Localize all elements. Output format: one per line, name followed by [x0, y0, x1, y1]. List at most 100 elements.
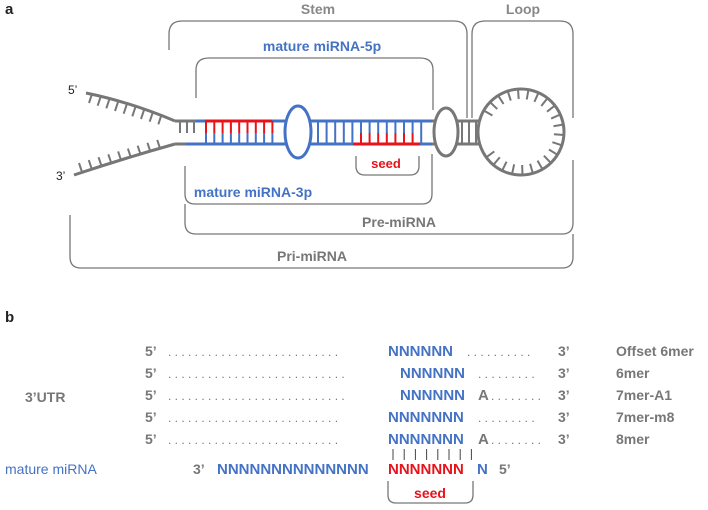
tail-base-tick [105, 99, 111, 109]
seed-bracket-a [355, 156, 420, 176]
mirna-5prime: 5’ [499, 461, 511, 477]
loop-base-tick [533, 92, 540, 103]
pri-mirna-bracket [69, 215, 574, 269]
loop-base-tick [483, 109, 493, 117]
loop-base-tick [501, 161, 508, 172]
tail-base-tick [87, 159, 93, 170]
tail-base-tick [140, 109, 145, 120]
mature-mirna-sequence: 3’ NNNNNNNNNNNNNN NNNNNNN N 5’ [193, 461, 511, 478]
tail-base-tick [97, 156, 103, 167]
tail-base-tick [156, 139, 162, 150]
row-5prime: 5’ [145, 409, 157, 425]
row-dots-right: . . . . . . . . [491, 433, 541, 447]
site-row-offset-6mer: 5’ . . . . . . . . . . . . . . . . . . .… [145, 343, 694, 360]
row-dots-right: . . . . . . . . . . [467, 345, 530, 359]
loop-base-tick [543, 155, 552, 164]
row-3prime: 3’ [558, 365, 570, 381]
gray-bulge [432, 106, 460, 158]
pre-mirna-bracket [184, 160, 574, 235]
loop-base-tick [506, 90, 512, 101]
mirna-seed: NNNNNNN [388, 461, 464, 478]
row-site: NNNNNN [388, 343, 453, 360]
loop-base-tick [546, 104, 556, 113]
row-site-name: 7mer-m8 [616, 409, 675, 425]
row-site: NNNNNNN [388, 409, 464, 426]
loop-base-tick [511, 164, 516, 175]
row-site-name: 6mer [616, 365, 650, 381]
row-site-name: Offset 6mer [616, 343, 694, 359]
blue-bulge [283, 104, 313, 160]
tail-base-tick [114, 101, 119, 112]
loop-base-tick [550, 113, 561, 120]
row-dots-left: . . . . . . . . . . . . . . . . . . . . … [168, 411, 338, 425]
tail-base-tick [136, 145, 142, 155]
loop-base-tick [485, 150, 495, 159]
tail-base-tick [131, 107, 137, 117]
row-dots-left: . . . . . . . . . . . . . . . . . . . . … [168, 389, 345, 403]
loop-base-tick [552, 141, 563, 147]
tail-base-tick [107, 154, 113, 164]
mature-3p-bracket [184, 154, 433, 205]
row-site-name: 7mer-A1 [616, 387, 672, 403]
mirna-nonseed: NNNNNNNNNNNNNN [217, 461, 369, 478]
row-dots-right: . . . . . . . . . [478, 411, 535, 425]
tail-base-tick [157, 115, 163, 125]
panel-a-label: a [5, 1, 14, 18]
row-dots-left: . . . . . . . . . . . . . . . . . . . . … [168, 345, 338, 359]
loop-label: Loop [506, 1, 540, 17]
site-row-8mer: 5’ . . . . . . . . . . . . . . . . . . .… [145, 431, 650, 448]
row-5prime: 5’ [145, 343, 157, 359]
tail-base-tick [148, 112, 154, 122]
tail-base-tick [122, 104, 128, 114]
mature-5p-label: mature miRNA-5p [263, 38, 381, 54]
seed-label-a: seed [371, 156, 401, 171]
row-dots-right: . . . . . . . . [491, 389, 541, 403]
loop-base-tick [553, 123, 564, 128]
site-row-7mer-a1: 5’ . . . . . . . . . . . . . . . . . . .… [145, 387, 672, 404]
tail-base-tick [146, 142, 152, 153]
row-site-suffix: A [478, 431, 489, 448]
utr-label: 3’UTR [25, 389, 65, 405]
loop-base-tick [548, 148, 558, 156]
five-prime-tail [85, 91, 176, 123]
site-row-7mer-m8: 5’ . . . . . . . . . . . . . . . . . . .… [145, 409, 675, 426]
row-5prime: 5’ [145, 365, 157, 381]
five-prime-label: 5’ [68, 83, 77, 97]
loop-base-tick [489, 101, 498, 110]
three-prime-label: 3’ [56, 169, 65, 183]
tail-base-tick [126, 148, 132, 158]
loop-base-tick [492, 156, 501, 166]
tail-base-tick [117, 151, 123, 161]
pre-mirna-label: Pre-miRNA [362, 214, 436, 230]
seed-label-b: seed [414, 485, 446, 501]
mirna-3prime: 3’ [193, 461, 205, 477]
row-site-name: 8mer [616, 431, 650, 447]
row-site-suffix: A [478, 387, 489, 404]
row-site: NNNNNN [400, 387, 465, 404]
loop-base-tick [525, 89, 530, 100]
loop-base-tick [540, 97, 549, 107]
mature-3p-label: mature miRNA-3p [194, 184, 312, 200]
site-row-6mer: 5’ . . . . . . . . . . . . . . . . . . .… [145, 365, 650, 382]
loop-base-tick [553, 133, 564, 136]
loop-bracket [471, 20, 574, 118]
mirna-last: N [477, 461, 488, 478]
row-3prime: 3’ [558, 343, 570, 359]
three-prime-tail [73, 142, 176, 177]
loop-base-tick [517, 89, 520, 100]
row-3prime: 3’ [558, 409, 570, 425]
row-5prime: 5’ [145, 387, 157, 403]
tail-base-tick [88, 93, 93, 104]
tail-base-tick [78, 162, 83, 173]
row-site: NNNNNNN [388, 431, 464, 448]
row-3prime: 3’ [558, 431, 570, 447]
tail-base-tick [96, 96, 102, 106]
row-site: NNNNNN [400, 365, 465, 382]
seed-bracket-b [387, 481, 474, 504]
row-dots-right: . . . . . . . . . [478, 367, 535, 381]
row-dots-left: . . . . . . . . . . . . . . . . . . . . … [168, 367, 345, 381]
loop-base-tick [536, 160, 544, 170]
row-3prime: 3’ [558, 387, 570, 403]
pri-mirna-label: Pri-miRNA [277, 248, 347, 264]
